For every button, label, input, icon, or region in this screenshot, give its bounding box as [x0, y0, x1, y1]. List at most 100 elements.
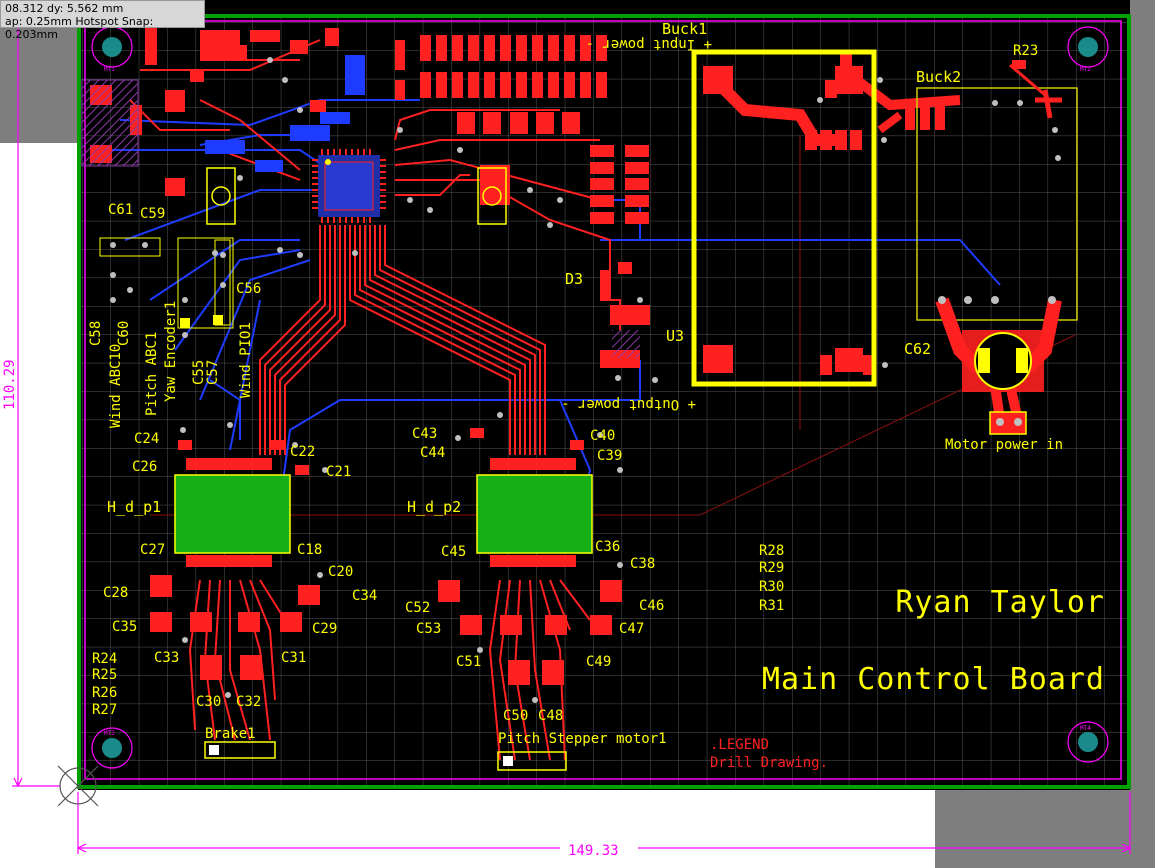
board-title: Main Control Board — [762, 662, 1105, 697]
origin-marker — [57, 765, 99, 807]
c36-label: C36 — [595, 539, 620, 555]
c50-label: C50 — [503, 708, 528, 724]
c44-label: C44 — [420, 445, 445, 461]
c43-label: C43 — [412, 426, 437, 442]
snap-readout: ap: 0.25mm Hotspot Snap: 0.203mm — [5, 15, 154, 41]
keepout-outline — [84, 20, 1122, 780]
delta-readout: 08.312 dy: 5.562 mm — [5, 2, 124, 15]
c60-label: C60 — [116, 321, 132, 346]
wind-pio1-label: Wind PIO1 — [238, 322, 254, 398]
height-dimension-label: 110.29 — [2, 359, 18, 410]
h-d-p1-label: H_d_p1 — [107, 498, 161, 516]
c51-label: C51 — [456, 654, 481, 670]
buck2-label: Buck2 — [916, 68, 961, 86]
top-traces — [129, 39, 621, 455]
c33-label: C33 — [154, 650, 179, 666]
c55-label: C55 — [191, 360, 207, 385]
buck2-pads — [905, 60, 1062, 130]
mounting-hole-mt3: MT3 — [91, 727, 133, 769]
mcu — [312, 149, 386, 223]
height-dimension — [12, 14, 78, 788]
designer-name: Ryan Taylor — [895, 585, 1105, 620]
left-headers — [99, 237, 234, 329]
c40-label: C40 — [590, 428, 615, 444]
r27-label: R27 — [92, 702, 117, 718]
u3-thermal-pad — [612, 330, 640, 358]
d3-label: D3 — [565, 270, 583, 288]
buck1-label: Buck1 — [662, 20, 707, 38]
c34-label: C34 — [352, 588, 377, 604]
c35-label: C35 — [112, 619, 137, 635]
buck1-output-label: + Output power - — [561, 396, 696, 412]
buck1-outline — [691, 49, 877, 387]
c32-label: C32 — [236, 694, 261, 710]
vias — [110, 57, 1061, 703]
brake1-label: Brake1 — [205, 726, 256, 742]
r30-label: R30 — [759, 579, 784, 595]
c29-label: C29 — [312, 621, 337, 637]
usb-section — [90, 25, 650, 368]
c58-label: C58 — [88, 321, 104, 346]
c24-label: C24 — [134, 431, 159, 447]
buck2-outline — [916, 87, 1078, 321]
mounting-hole-mt2: MT2 — [1067, 26, 1109, 73]
c45-label: C45 — [441, 544, 466, 560]
c22-label: C22 — [290, 444, 315, 460]
c53-label: C53 — [416, 621, 441, 637]
switches — [206, 167, 507, 225]
c39-label: C39 — [597, 448, 622, 464]
yaw-encoder1-label: Yaw Encoder1 — [163, 301, 179, 402]
c18-label: C18 — [297, 542, 322, 558]
c49-label: C49 — [586, 654, 611, 670]
r23-label: R23 — [1013, 43, 1038, 59]
mounting-hole-mt4: MT4 — [1067, 721, 1109, 763]
r31-label: R31 — [759, 598, 784, 614]
motor-power-label: Motor power in — [945, 437, 1063, 453]
c47-label: C47 — [619, 621, 644, 637]
r24-label: R24 — [92, 651, 117, 667]
c62-capacitor — [935, 297, 1062, 435]
c57-label: C57 — [205, 360, 221, 385]
c62-label: C62 — [904, 340, 931, 358]
c46-label: C46 — [639, 598, 664, 614]
canvas-background — [78, 790, 935, 868]
u3-label: U3 — [666, 327, 684, 345]
r29-label: R29 — [759, 560, 784, 576]
width-label-bg — [560, 840, 638, 856]
legend-title: .LEGEND — [710, 737, 769, 753]
pitch-stepper-label: Pitch Stepper motor1 — [498, 731, 667, 747]
pitch-abc1-label: Pitch ABC1 — [144, 332, 160, 416]
c48-label: C48 — [538, 708, 563, 724]
c20-label: C20 — [328, 564, 353, 580]
c21-label: C21 — [326, 464, 351, 480]
header-pads — [420, 35, 649, 224]
c26-label: C26 — [132, 459, 157, 475]
canvas-background — [0, 143, 78, 868]
motor-traces — [188, 579, 591, 761]
svg-text:MT3: MT3 — [104, 730, 115, 737]
r26-label: R26 — [92, 685, 117, 701]
c28-label: C28 — [103, 585, 128, 601]
svg-text:MT2: MT2 — [1080, 66, 1091, 73]
c27-label: C27 — [140, 542, 165, 558]
legend-subtitle: Drill Drawing. — [710, 755, 828, 771]
buck1-power-traces — [703, 50, 961, 375]
c52-label: C52 — [405, 600, 430, 616]
coordinate-readout: 08.312 dy: 5.562 mm ap: 0.25mm Hotspot S… — [0, 0, 205, 41]
usb-connector — [81, 79, 139, 167]
c56-label: C56 — [236, 281, 261, 297]
r25-label: R25 — [92, 667, 117, 683]
c59-label: C59 — [140, 206, 165, 222]
board-outline — [77, 14, 1131, 789]
svg-text:MT4: MT4 — [1080, 725, 1091, 732]
bottom-parts — [205, 55, 365, 172]
c31-label: C31 — [281, 650, 306, 666]
r28-label: R28 — [759, 543, 784, 559]
wind-abc10-label: Wind ABC10 — [108, 344, 124, 428]
buck1-input-label: + Input power - — [586, 36, 712, 52]
c61-label: C61 — [108, 202, 133, 218]
canvas-background — [935, 790, 1155, 868]
h-driver-2 — [438, 428, 622, 771]
